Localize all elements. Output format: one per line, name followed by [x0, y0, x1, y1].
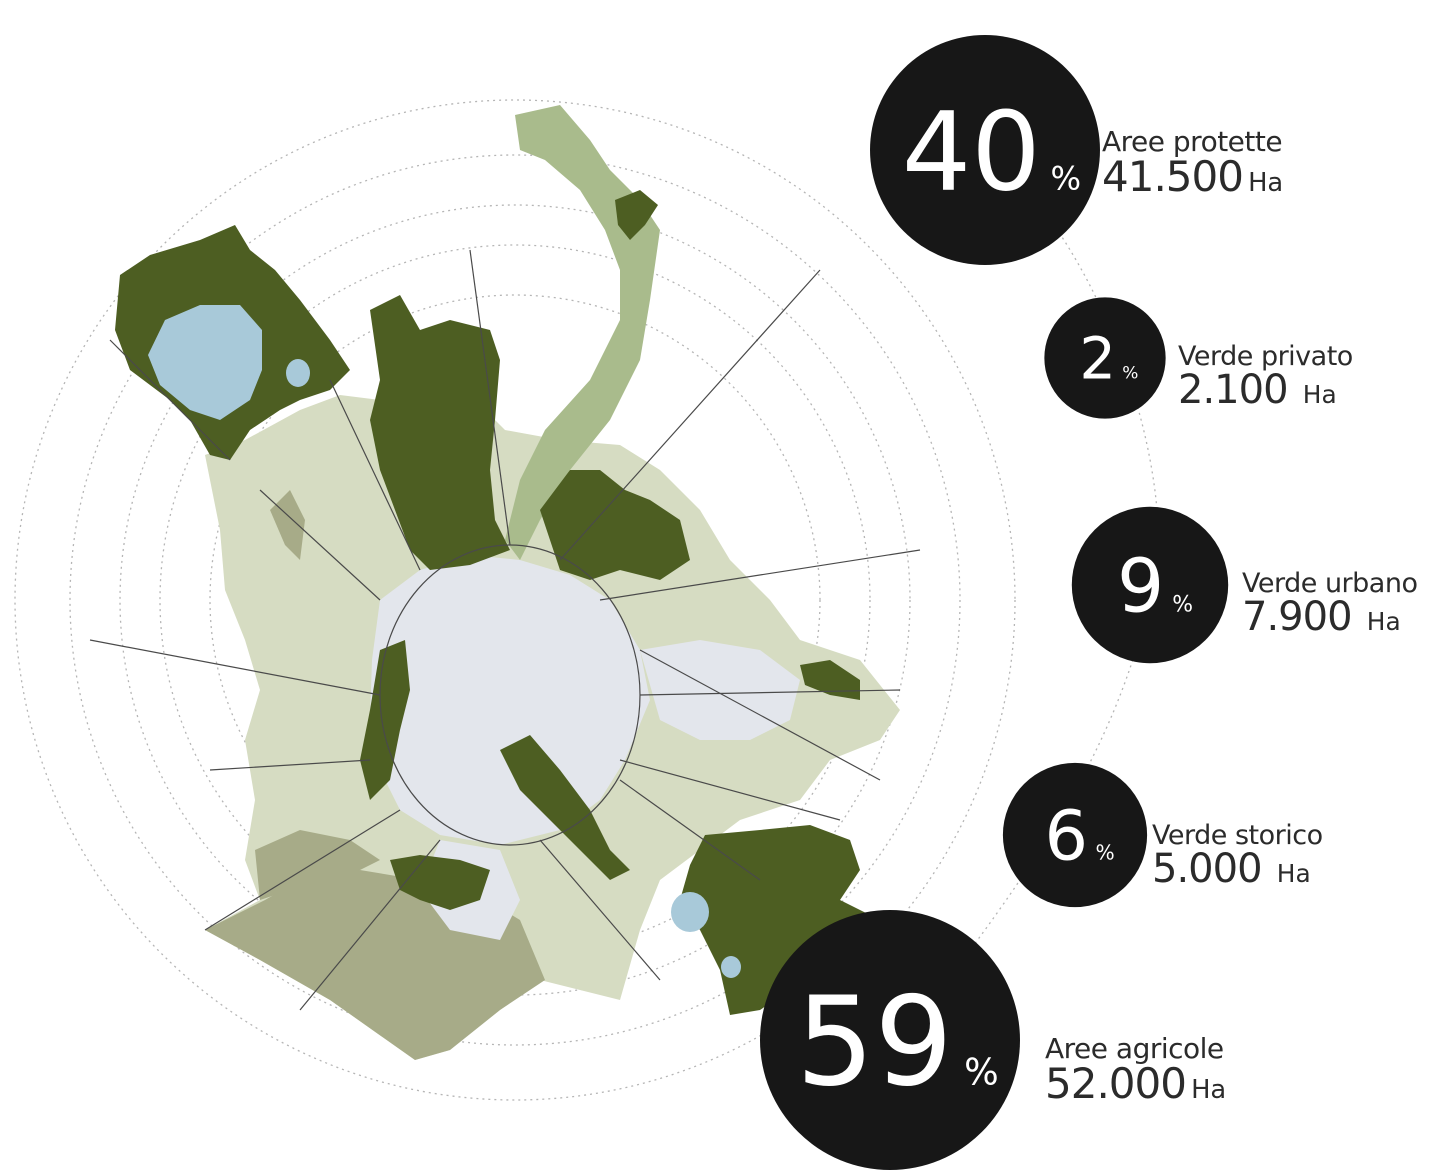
badge-aree-agricole: 59% [760, 910, 1020, 1170]
badge-percent-sign: % [964, 1050, 999, 1093]
protected-area-northeast [540, 470, 690, 580]
badge-circle [760, 910, 1020, 1170]
protected-area-southwest [390, 855, 490, 910]
road [469, 249, 511, 546]
badge-percent-sign: % [1096, 841, 1115, 865]
road [539, 839, 661, 981]
stat-area-unit: Ha [1302, 380, 1337, 409]
stat-name: Aree protette [1102, 125, 1283, 158]
badge-circle [1044, 297, 1166, 419]
badge-percent-sign: % [1051, 159, 1082, 197]
stat-area: 41.500 Ha [1102, 156, 1283, 198]
stat-area: 7.900 Ha [1242, 597, 1417, 637]
road [259, 489, 381, 601]
road [299, 839, 441, 1011]
stat-name: Aree agricole [1045, 1032, 1224, 1065]
stat-label-aree-agricole: Aree agricole 52.000 Ha [1045, 1035, 1226, 1105]
road [109, 339, 231, 461]
orbit-ring-4 [159, 244, 871, 956]
badge-percent-sign: % [1172, 593, 1193, 618]
protected-area-appia [500, 735, 630, 880]
badge-percent-sign: % [1122, 364, 1138, 384]
percentage-badges: 40%2%9%6%59% [760, 35, 1229, 1170]
badge-aree-protette: 40% [870, 35, 1100, 265]
stat-area-value: 2.100 [1178, 367, 1289, 413]
stat-area: 2.100 Ha [1178, 370, 1353, 410]
stat-area-value: 7.900 [1242, 594, 1353, 640]
road [619, 779, 761, 881]
orbit-ring-1 [14, 99, 1016, 1101]
lake-nemi [721, 956, 741, 978]
lake-bracciano [148, 305, 262, 420]
badge-percent-value: 9 [1117, 543, 1164, 630]
lake-martignano [286, 359, 310, 387]
orbit-ring-2 [69, 154, 961, 1046]
badge-percent-value: 2 [1079, 326, 1116, 393]
badge-verde-urbano: 9% [1071, 506, 1229, 664]
protected-area-north [370, 295, 510, 570]
road [204, 809, 401, 931]
badge-circle [1071, 506, 1229, 664]
protected-area-tiber-north [615, 190, 658, 240]
stat-label-verde-storico: Verde storico 5.000 Ha [1152, 822, 1323, 889]
orbit-ring-5 [209, 294, 821, 906]
road [329, 379, 421, 571]
concentric-orbits [14, 99, 1016, 1101]
stat-area-unit: Ha [1276, 859, 1311, 888]
badge-percent-value: 59 [796, 970, 953, 1114]
stat-label-verde-privato: Verde privato 2.100 Ha [1178, 343, 1353, 410]
lake-albano [671, 892, 709, 932]
orbit-ring-3 [119, 204, 911, 996]
stat-name: Verde storico [1152, 820, 1323, 851]
stat-label-verde-urbano: Verde urbano 7.900 Ha [1242, 568, 1418, 637]
stat-area: 5.000 Ha [1152, 849, 1323, 889]
stat-area-unit: Ha [1366, 607, 1401, 636]
stat-name: Verde privato [1178, 341, 1353, 372]
agricultural-area-south [255, 830, 380, 900]
road [209, 759, 371, 771]
stat-label-aree-protette: Aree protette 41.500 Ha [1102, 128, 1283, 198]
stat-area: 52.000 Ha [1045, 1063, 1226, 1105]
protected-area-west [360, 640, 410, 800]
badge-percent-value: 40 [902, 88, 1041, 215]
badge-circle [870, 35, 1100, 265]
stat-name: Verde urbano [1242, 568, 1418, 599]
urban-core [370, 555, 650, 845]
stat-area-value: 52.000 [1045, 1059, 1187, 1108]
protected-area-east [800, 660, 860, 700]
road [639, 689, 901, 696]
badge-circle [1002, 762, 1148, 908]
badge-verde-storico: 6% [1002, 762, 1148, 908]
stat-area-value: 41.500 [1102, 152, 1244, 201]
road [599, 549, 921, 601]
road [639, 649, 881, 781]
stat-area-value: 5.000 [1152, 846, 1263, 892]
stat-area-unit: Ha [1248, 168, 1284, 198]
badge-verde-privato: 2% [1044, 297, 1166, 419]
badge-percent-value: 6 [1045, 797, 1089, 877]
road-network [89, 249, 921, 1011]
road [619, 759, 841, 821]
road [559, 269, 821, 561]
road [89, 639, 381, 696]
rome-green-areas-map [89, 105, 921, 1060]
stat-area-unit: Ha [1191, 1075, 1227, 1105]
